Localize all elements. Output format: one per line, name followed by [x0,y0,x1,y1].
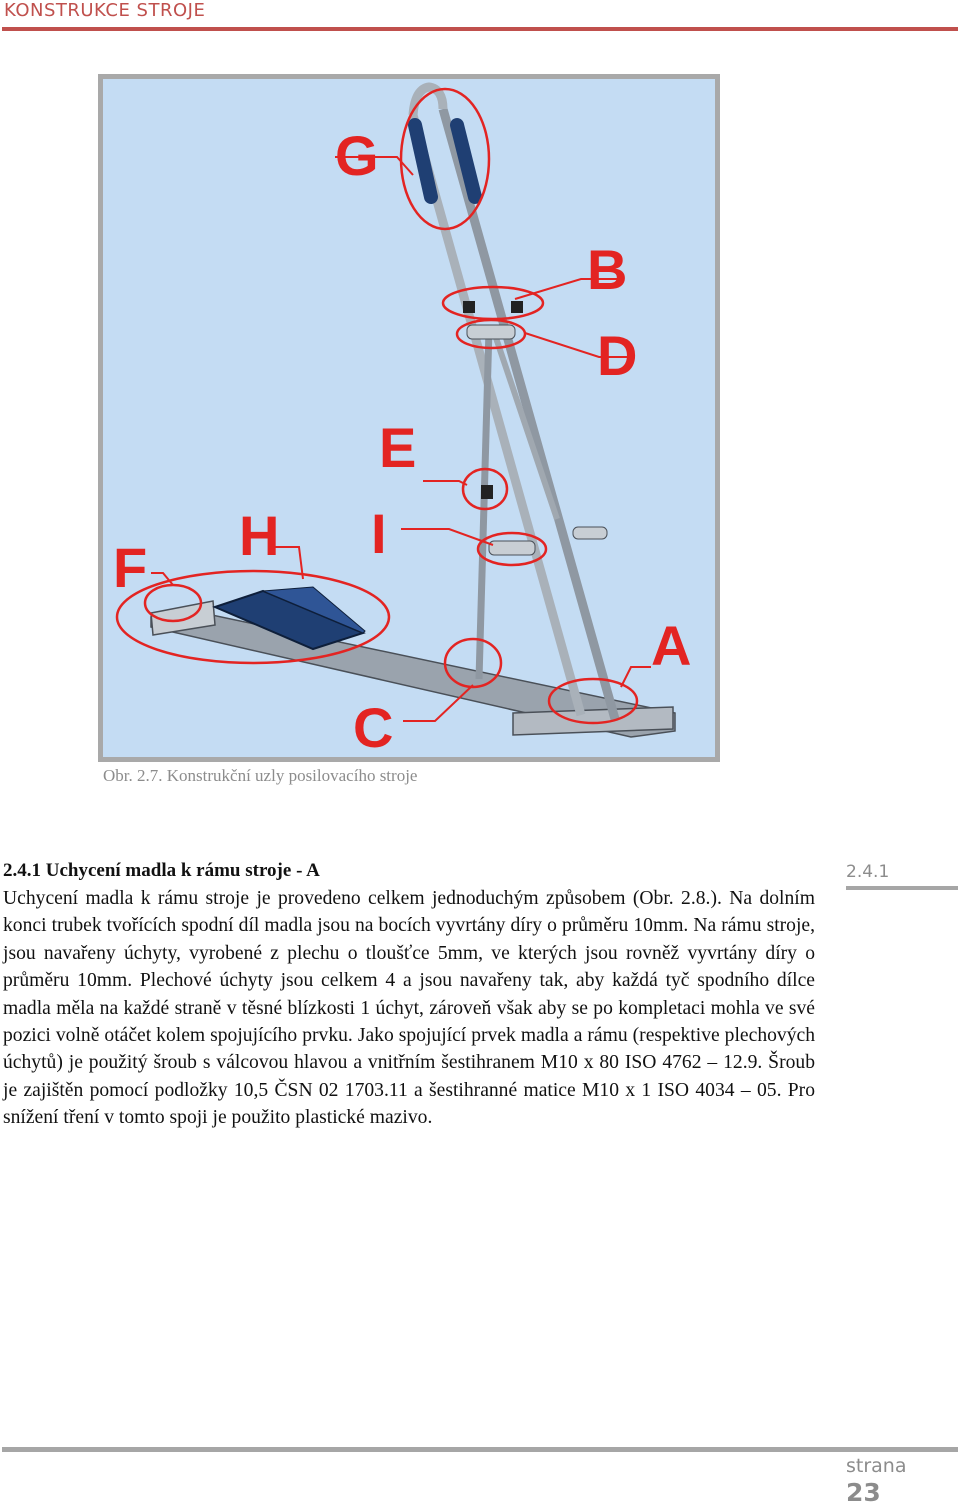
label-f: F [113,536,147,599]
header-rule [2,27,958,31]
label-b: B [587,238,627,301]
label-c: C [353,696,393,757]
label-i: I [371,502,387,565]
footer-rule [2,1447,958,1452]
section-body: Uchycení madla k rámu stroje je proveden… [3,888,815,1129]
machine-figure: G B D E I H F A C [98,74,720,762]
margin-rule [846,886,958,890]
footer-page-label: strana [846,1455,907,1477]
machine-drawing: G B D E I H F A C [103,79,715,757]
running-header: KONSTRUKCE STROJE [4,0,206,21]
label-g: G [335,124,379,187]
label-h: H [239,504,279,567]
label-a: A [651,614,691,677]
figure-caption: Obr. 2.7. Konstrukční uzly posilovacího … [103,766,418,785]
label-d: D [597,324,637,387]
label-e: E [379,416,416,479]
section-heading: 2.4.1 Uchycení madla k rámu stroje - A [3,860,320,881]
margin-section-number: 2.4.1 [846,862,890,882]
footer-page-number: 23 [846,1478,881,1507]
